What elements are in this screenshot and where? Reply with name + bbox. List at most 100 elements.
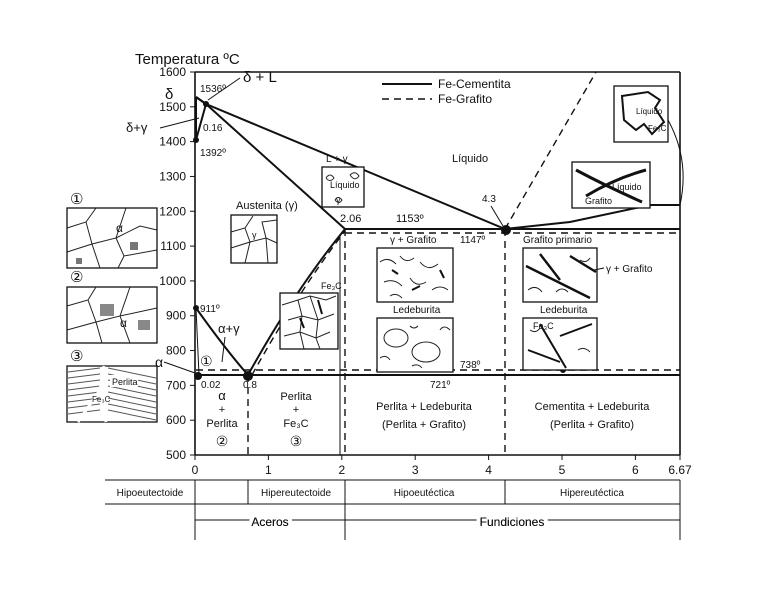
hipereutectoide: Hipereutectoide — [261, 488, 331, 499]
eutectic-point — [501, 225, 511, 235]
label-721: 721º — [430, 380, 451, 391]
y-tick-label: 1600 — [159, 65, 186, 79]
label-43: 4.3 — [482, 194, 496, 205]
classification-bar: Hipoeutectoide Hipereutectoide Hipoeutéc… — [105, 479, 681, 540]
svg-text:②: ② — [216, 433, 229, 449]
x-ticks: 0 1 2 3 4 5 6 6.67 — [192, 455, 692, 477]
liquido-top-label: Líquido — [636, 107, 663, 116]
left-inset-num-1: ① — [70, 191, 83, 208]
inset-grafito-primario: Grafito primario γ + Grafito — [522, 235, 653, 303]
y-tick-label: 900 — [166, 309, 186, 323]
y-tick-label: 1200 — [159, 204, 186, 218]
inset-gamma-grafito: γ + Grafito — [376, 235, 454, 303]
fe3c-left-label: Fe₃C — [321, 281, 342, 291]
label-002: 0.02 — [201, 380, 221, 391]
label-1392: 1392º — [200, 148, 226, 159]
y-tick-label: 600 — [166, 413, 186, 427]
x-tick-label: 0 — [192, 463, 199, 477]
svg-text:+: + — [219, 404, 225, 416]
fe3c-right-label: Fe₃C — [533, 321, 554, 331]
svg-text:Perlita: Perlita — [280, 391, 312, 403]
alpha-solvus — [195, 307, 200, 376]
label-738: 738º — [460, 360, 481, 371]
svg-text:Fe₃C: Fe₃C — [92, 395, 111, 404]
y-tick-label: 800 — [166, 344, 186, 358]
svg-text:γ: γ — [252, 230, 257, 240]
svg-text:Perlita: Perlita — [112, 377, 138, 387]
y-tick-label: 1400 — [159, 135, 186, 149]
grafito-primario-label: Grafito primario — [523, 235, 592, 246]
svg-text:Cementita + Ledeburita: Cementita + Ledeburita — [535, 401, 651, 413]
y-tick-label: 500 — [166, 448, 186, 462]
svg-text:Perlita + Ledeburita: Perlita + Ledeburita — [376, 401, 473, 413]
legend: Fe-Cementita Fe-Grafito — [382, 77, 511, 106]
ledeburita-label-1: Ledeburita — [393, 305, 441, 316]
label-delta: δ — [165, 86, 173, 103]
inset-gamma-label: γ — [336, 195, 341, 205]
label-delta-l: δ + L — [243, 69, 277, 86]
label-circ1: ① — [200, 353, 213, 369]
liquido-right-label: Líquido — [612, 182, 642, 192]
x-tick-label: 6.67 — [668, 463, 692, 477]
label-016: 0.16 — [203, 123, 223, 134]
alpha-point — [194, 372, 202, 380]
y-tick-label: 1300 — [159, 169, 186, 183]
label-delta-gamma: δ+γ — [126, 120, 148, 135]
x-tick-label: 4 — [485, 463, 492, 477]
point-labels: 1536º δ + L δ δ+γ 0.16 1392º 911º α α+γ … — [126, 69, 504, 391]
y-axis — [194, 71, 681, 456]
fe3c-top-label: Fe₃C — [648, 124, 667, 133]
inset-ledeburita-2: Ledeburita Fe₃C — [522, 305, 598, 371]
grafito-right-label: Grafito — [585, 196, 612, 206]
x-tick-label: 3 — [412, 463, 419, 477]
label-1153: 1153º — [396, 213, 424, 225]
region-austenita: Austenita (γ) — [236, 200, 298, 212]
inset-ledeburita-1: Ledeburita — [376, 305, 454, 373]
label-1536: 1536º — [200, 84, 226, 95]
inset-liquido-label: Líquido — [330, 180, 360, 190]
y-tick-label: 1000 — [159, 274, 186, 288]
x-tick-label: 5 — [559, 463, 566, 477]
left-inset-num-3: ③ — [70, 348, 83, 365]
left-insets: ① α ② α ③ Perlita Fe₃C — [66, 191, 158, 423]
y-ticks: 1600150014001300120011001000900800700600… — [159, 65, 195, 462]
svg-text:Fe₃C: Fe₃C — [283, 418, 308, 430]
x-tick-label: 6 — [632, 463, 639, 477]
inset-lg-label: L + γ — [326, 154, 348, 165]
x-tick-label: 2 — [338, 463, 345, 477]
label-08: 0.8 — [243, 380, 257, 391]
left-inset-num-2: ② — [70, 269, 83, 286]
svg-text:Aceros: Aceros — [251, 515, 288, 529]
inset-l-gamma: L + γ Líquido γ — [321, 154, 365, 208]
inset-austenite: γ — [230, 214, 278, 264]
y-tick-label: 1500 — [159, 100, 186, 114]
fundiciones-label: Fundiciones — [480, 515, 545, 529]
region-liquido: Líquido — [452, 153, 488, 165]
svg-text:(Perlita + Grafito): (Perlita + Grafito) — [382, 419, 466, 431]
svg-text:Perlita: Perlita — [206, 418, 238, 430]
svg-text:α: α — [116, 221, 123, 235]
label-1147: 1147º — [460, 235, 486, 246]
hipoeutectoide: Hipoeutectoide — [117, 488, 184, 499]
peritectic-point — [203, 101, 209, 107]
g-grafito-label: γ + Grafito — [390, 235, 437, 246]
svg-text:Fundiciones: Fundiciones — [480, 515, 545, 529]
svg-text:+: + — [293, 404, 299, 416]
inset-liquido-grafito: Líquido Grafito — [571, 161, 651, 209]
svg-text:③: ③ — [290, 433, 303, 449]
inset-fe3c-left: Fe₃C — [279, 281, 342, 350]
hipoeutectica: Hipoeutéctica — [394, 488, 455, 499]
legend-solid-label: Fe-Cementita — [438, 77, 511, 91]
ledeburita-label-2: Ledeburita — [540, 305, 588, 316]
x-tick-label: 1 — [265, 463, 272, 477]
svg-text:(Perlita + Grafito): (Perlita + Grafito) — [550, 419, 634, 431]
label-alpha-gamma: α+γ — [218, 321, 240, 336]
label-911: 911º — [200, 304, 220, 315]
svg-text:α: α — [120, 316, 127, 330]
legend-dashed-label: Fe-Grafito — [438, 92, 492, 106]
inset-liquido-top: Líquido Fe₃C — [613, 85, 669, 143]
y-tick-label: 1100 — [160, 239, 186, 253]
label-alpha: α — [155, 354, 163, 370]
